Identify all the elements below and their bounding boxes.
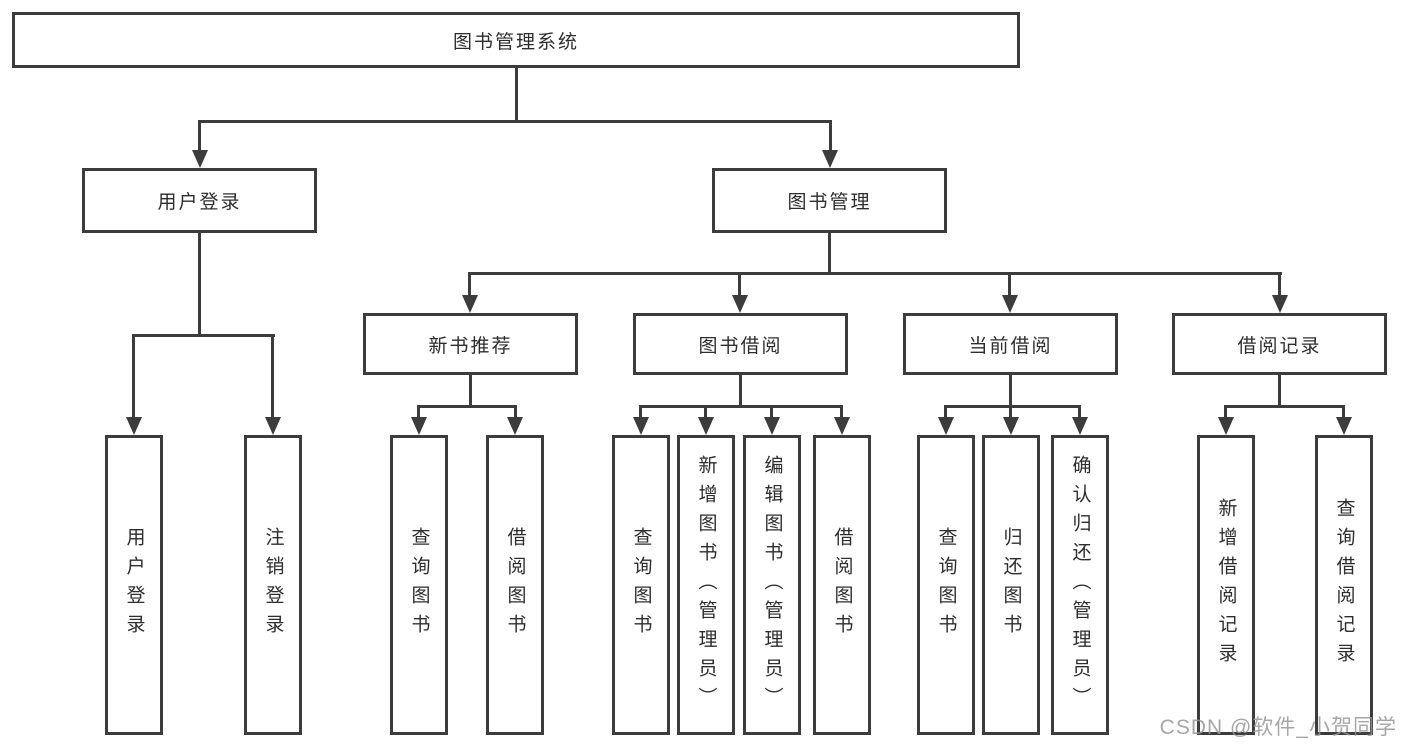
connector-current-borrow-stem [1009,375,1012,407]
leaf-query-borrow-record: 查询借阅记录 [1315,435,1373,735]
leaf-edit-book-admin: 编辑图书（管理员） [743,435,801,735]
arrow-down-icon [764,417,780,435]
connector-drop-leaf-login [132,334,135,420]
arrow-down-icon [1336,417,1352,435]
arrow-down-icon [834,417,850,435]
node-user-login-label: 用户登录 [157,192,242,213]
arrow-down-icon [1072,417,1088,435]
arrow-down-icon [462,295,478,313]
connector-drop [1342,405,1345,420]
node-borrow-records-label: 借阅记录 [1237,335,1322,357]
watermark: CSDN @软件_小贺同学 [1159,716,1397,739]
leaf-query-books-current: 查询图书 [917,435,975,735]
arrow-down-icon [1003,417,1019,435]
leaf-borrow-books-recommend-label: 借阅图书 [504,527,526,643]
arrow-down-icon [1218,417,1234,435]
node-current-borrow-label: 当前借阅 [968,335,1053,357]
leaf-query-books-current-label: 查询图书 [935,527,957,643]
leaf-user-login-label: 用户登录 [123,527,145,643]
connector-drop [944,405,947,420]
connector-root-stem [515,68,518,120]
leaf-logout-label: 注销登录 [262,527,284,643]
arrow-down-icon [698,417,714,435]
leaf-query-borrow-record-label: 查询借阅记录 [1333,498,1355,672]
arrow-down-icon [192,150,208,168]
leaf-borrow-books-label: 借阅图书 [831,527,853,643]
leaf-query-books-recommend: 查询图书 [390,435,448,735]
connector-drop [639,405,642,420]
connector-drop [1224,405,1227,420]
arrow-down-icon [1002,295,1018,313]
connector-book-management-rail [468,272,1282,275]
node-new-book-recommend-label: 新书推荐 [428,335,513,357]
leaf-confirm-return-admin: 确认归还（管理员） [1051,435,1109,735]
connector-drop-current-borrow [1008,272,1011,297]
connector-drop [417,405,420,420]
node-borrow-records: 借阅记录 [1172,313,1387,375]
connector-drop-book-borrow [738,272,741,297]
connector-borrow-records-stem [1278,375,1281,407]
node-root-label: 图书管理系统 [452,31,579,53]
leaf-return-book: 归还图书 [982,435,1040,735]
node-book-borrow: 图书借阅 [633,313,848,375]
leaf-query-books-borrow: 查询图书 [612,435,670,735]
connector-book-borrow-rail [639,405,843,408]
connector-drop-borrow-record [1278,272,1281,297]
node-user-login: 用户登录 [82,168,317,233]
arrow-down-icon [822,150,838,168]
arrow-down-icon [1272,295,1288,313]
connector-borrow-records-rail [1224,405,1345,408]
connector-drop [704,405,707,420]
connector-new-book-stem [469,375,472,407]
leaf-edit-book-admin-label: 编辑图书（管理员） [761,454,783,716]
leaf-add-book-admin: 新增图书（管理员） [677,435,735,735]
leaf-logout: 注销登录 [244,435,302,735]
connector-book-borrow-stem [739,375,742,407]
connector-drop-new-book [468,272,471,297]
node-new-book-recommend: 新书推荐 [363,313,578,375]
arrow-down-icon [938,417,954,435]
node-book-management-label: 图书管理 [787,192,872,213]
connector-drop-user-login [198,120,201,154]
arrow-down-icon [265,417,281,435]
connector-new-book-rail [417,405,517,408]
node-current-borrow: 当前借阅 [903,313,1118,375]
connector-user-login-stem [198,233,201,336]
connector-drop [770,405,773,420]
node-root: 图书管理系统 [12,12,1020,68]
connector-drop [514,405,517,420]
connector-drop-book-management [829,120,832,154]
leaf-add-book-admin-label: 新增图书（管理员） [695,454,717,716]
connector-drop-leaf-logout [271,334,274,420]
connector-user-login-rail [132,334,275,337]
arrow-down-icon [732,295,748,313]
leaf-borrow-books-recommend: 借阅图书 [486,435,544,735]
arrow-down-icon [126,417,142,435]
connector-root-rail [198,120,832,123]
leaf-return-book-label: 归还图书 [1000,527,1022,643]
connector-book-management-stem [828,233,831,274]
connector-drop [840,405,843,420]
node-book-management: 图书管理 [712,168,947,233]
arrow-down-icon [411,417,427,435]
arrow-down-icon [633,417,649,435]
leaf-borrow-books: 借阅图书 [813,435,871,735]
connector-drop [1009,405,1012,420]
leaf-user-login: 用户登录 [105,435,163,735]
connector-current-borrow-rail [944,405,1081,408]
connector-drop [1078,405,1081,420]
leaf-add-borrow-record: 新增借阅记录 [1197,435,1255,735]
leaf-query-books-recommend-label: 查询图书 [408,527,430,643]
leaf-confirm-return-admin-label: 确认归还（管理员） [1069,454,1091,716]
leaf-query-books-borrow-label: 查询图书 [630,527,652,643]
leaf-add-borrow-record-label: 新增借阅记录 [1215,498,1237,672]
arrow-down-icon [507,417,523,435]
node-book-borrow-label: 图书借阅 [698,335,783,357]
